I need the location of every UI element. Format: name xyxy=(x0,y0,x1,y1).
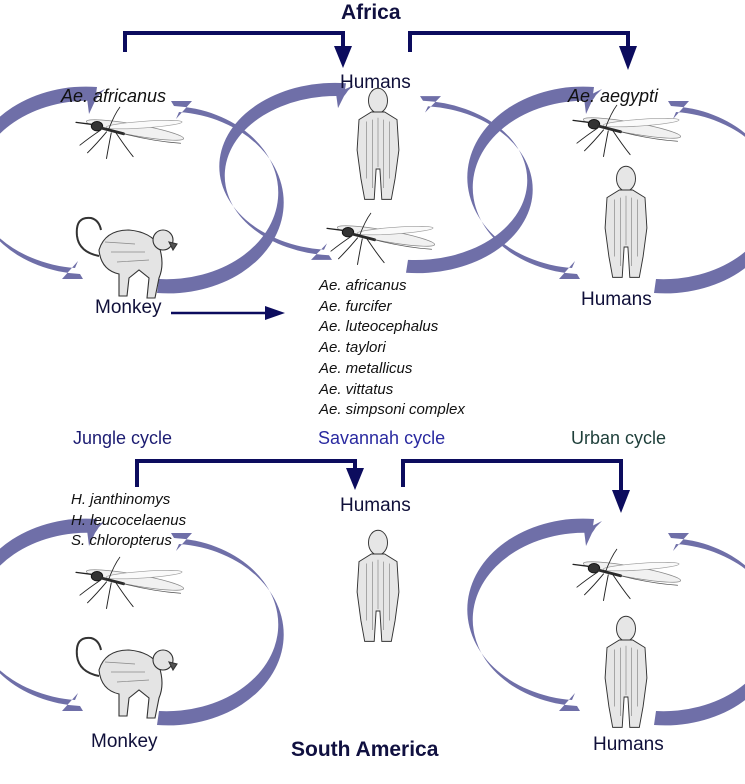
africa-savannah-vector-list: Ae. africanus Ae. furcifer Ae. luteoceph… xyxy=(319,276,465,421)
vector-species: Ae. metallicus xyxy=(319,359,413,377)
mosquito-icon xyxy=(74,105,187,160)
human-figure-icon xyxy=(604,615,648,728)
africa-connector-left xyxy=(123,31,352,68)
south-america-title: South America xyxy=(291,738,439,761)
monkey-icon xyxy=(75,636,178,719)
africa-jungle-host-label: Monkey xyxy=(95,297,162,318)
vector-species: Ae. simpsoni complex xyxy=(319,401,465,419)
vector-species: Ae. taylori xyxy=(319,339,386,357)
sa-jungle-host-label: Monkey xyxy=(91,731,158,752)
africa-jungle-vector-label: Ae. africanus xyxy=(61,86,167,106)
africa-urban-host-label: Humans xyxy=(581,289,652,310)
sa-jungle-vector-list: H. janthinomys H. leucocelaenus S. chlor… xyxy=(71,490,186,552)
sa-savannah-host-label: Humans xyxy=(340,495,411,516)
africa-urban-cycle-arrows xyxy=(467,86,745,294)
mosquito-icon xyxy=(74,555,187,610)
sa-urban-host-label: Humans xyxy=(593,734,664,755)
vector-species: Ae. africanus xyxy=(319,277,407,294)
africa-connector-right xyxy=(408,31,637,70)
mosquito-icon xyxy=(571,547,684,602)
human-figure-icon xyxy=(604,165,648,278)
mosquito-icon xyxy=(325,211,438,266)
africa-title: Africa xyxy=(341,1,401,24)
vector-species: S. chloropterus xyxy=(71,532,172,550)
vector-species: Ae. vittatus xyxy=(319,380,394,398)
monkey-to-savannah-arrow xyxy=(171,306,285,320)
mosquito-icon xyxy=(571,103,684,158)
africa-savannah-host-label: Humans xyxy=(340,72,411,93)
vector-species: Ae. furcifer xyxy=(319,297,392,315)
vector-species: H. janthinomys xyxy=(71,491,171,508)
africa-urban-vector-label: Ae. aegypti xyxy=(568,86,659,106)
human-figure-icon xyxy=(356,87,400,200)
human-figure-icon xyxy=(356,529,400,642)
sa-connector-left xyxy=(135,459,364,490)
sa-connector-right xyxy=(401,459,630,513)
jungle-cycle-label: Jungle cycle xyxy=(73,428,173,448)
sa-urban-cycle-arrows xyxy=(467,518,745,726)
urban-cycle-label: Urban cycle xyxy=(571,428,667,448)
savannah-cycle-label: Savannah cycle xyxy=(318,428,446,448)
vector-species: Ae. luteocephalus xyxy=(319,318,439,336)
vector-species: H. leucocelaenus xyxy=(71,511,187,529)
